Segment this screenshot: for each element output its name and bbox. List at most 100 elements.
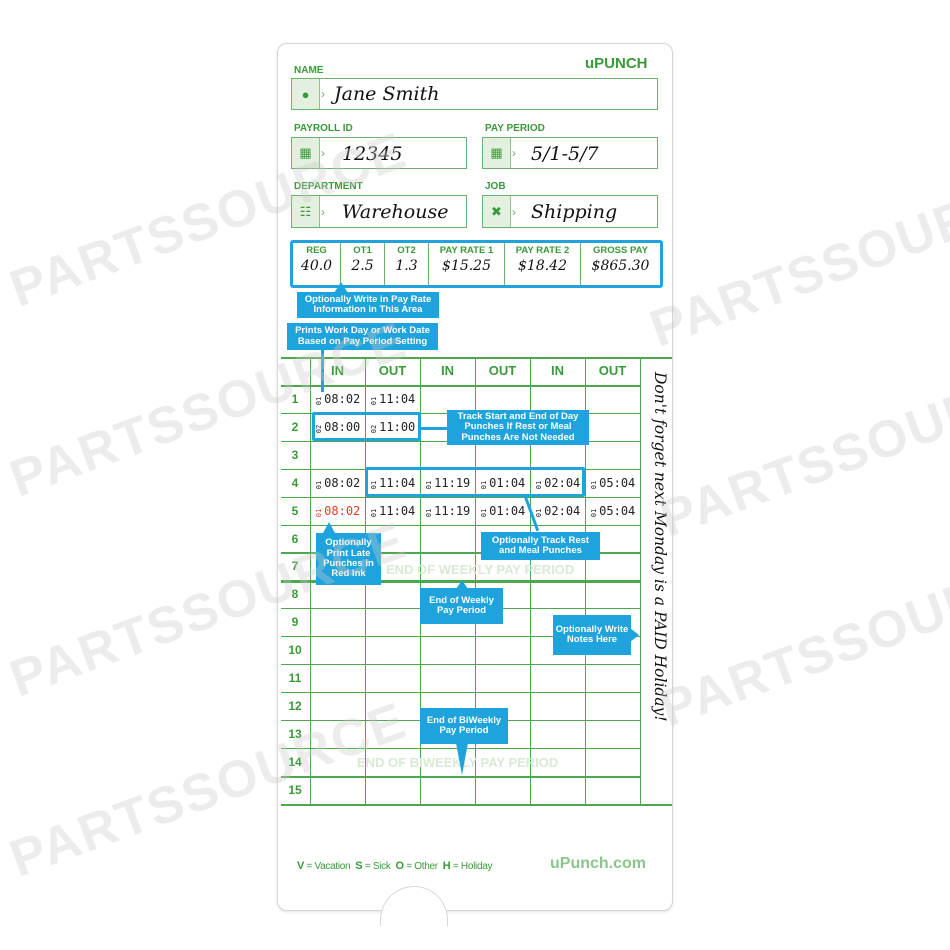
column-header: IN bbox=[331, 363, 344, 378]
callout-pay-rate: Optionally Write in Pay Rate Information… bbox=[297, 292, 439, 318]
pay-cell: GROSS PAY$865.30 bbox=[581, 243, 660, 285]
punch-stamp: 0101:04 bbox=[475, 476, 530, 490]
callout-pointer bbox=[421, 427, 448, 430]
tools-icon: ✖ bbox=[483, 196, 511, 227]
punch-stamp: 0208:00 bbox=[310, 420, 365, 434]
pay-header: OT2 bbox=[397, 245, 416, 256]
pay-period-value: 5/1-5/7 bbox=[531, 143, 599, 165]
pay-period-label: PAY PERIOD bbox=[485, 123, 545, 134]
column-header: OUT bbox=[378, 363, 407, 378]
job-field: ✖› Shipping bbox=[482, 195, 658, 228]
notes-text: Don't forget next Monday is a PAID Holid… bbox=[651, 372, 669, 722]
grid-line bbox=[281, 385, 640, 387]
punch-stamp: 0105:04 bbox=[585, 476, 640, 490]
highlight-start-end bbox=[312, 412, 421, 441]
name-field: ●› Jane Smith bbox=[291, 78, 658, 110]
legend-key: H bbox=[442, 860, 451, 872]
legend-label: Other bbox=[414, 861, 438, 872]
punch-stamp: 0102:04 bbox=[530, 476, 585, 490]
punch-day: 01 bbox=[314, 396, 323, 406]
column-header: IN bbox=[551, 363, 564, 378]
legend-key: O bbox=[395, 860, 405, 872]
punch-stamp: 0105:04 bbox=[585, 504, 640, 518]
pay-cell: PAY RATE 2$18.42 bbox=[505, 243, 581, 285]
punch-stamp: 0108:02 bbox=[310, 476, 365, 490]
watermark: PARTSSOURCE bbox=[652, 351, 950, 549]
punch-time: 02:04 bbox=[544, 475, 581, 490]
punch-time: 05:04 bbox=[599, 475, 636, 490]
pay-header: OT1 bbox=[353, 245, 372, 256]
punch-time: 01:04 bbox=[489, 503, 526, 518]
punch-day: 01 bbox=[534, 508, 543, 517]
punch-day: 01 bbox=[589, 508, 598, 517]
department-value: Warehouse bbox=[342, 201, 449, 223]
row-number: 15 bbox=[288, 782, 302, 797]
legend-key: V bbox=[297, 860, 305, 872]
punch-time: 08:00 bbox=[324, 419, 361, 434]
name-label: NAME bbox=[294, 65, 324, 76]
grid-line bbox=[281, 691, 640, 694]
calendar-icon: ▦ bbox=[483, 138, 511, 168]
pay-value: 1.3 bbox=[395, 258, 418, 274]
legend-key: S bbox=[355, 860, 363, 872]
punch-stamp: 0111:04 bbox=[365, 476, 420, 490]
row-number: 1 bbox=[291, 392, 299, 406]
pay-value: $18.42 bbox=[518, 258, 567, 274]
punch-time: 11:04 bbox=[379, 503, 416, 518]
punch-time: 11:00 bbox=[379, 419, 416, 434]
punch-time: 08:02 bbox=[324, 475, 361, 490]
row-number: 4 bbox=[291, 475, 299, 490]
punch-day: 01 bbox=[424, 508, 433, 517]
chevron-right-icon: › bbox=[321, 204, 325, 219]
highlight-rest-meal bbox=[365, 467, 585, 497]
website-text: uPunch.com bbox=[550, 855, 647, 872]
pay-header: PAY RATE 1 bbox=[439, 245, 494, 256]
job-value: Shipping bbox=[531, 201, 618, 223]
grid-line bbox=[281, 496, 640, 498]
callout-pointer bbox=[456, 743, 468, 775]
row-number: 5 bbox=[291, 503, 299, 518]
pay-value: $865.30 bbox=[591, 258, 650, 274]
callout-rest-meal: Optionally Track Rest and Meal Punches bbox=[481, 532, 600, 560]
id-badge-icon: ▦ bbox=[292, 138, 320, 168]
row-number: 12 bbox=[288, 698, 302, 713]
name-value: Jane Smith bbox=[334, 83, 440, 105]
pay-value: 2.5 bbox=[351, 258, 374, 274]
grid-line bbox=[640, 357, 642, 804]
grid-line bbox=[585, 357, 587, 804]
punch-time: 08:02 bbox=[324, 503, 361, 518]
late-punch-stamp: 0108:02 bbox=[310, 504, 365, 518]
callout-start-end: Track Start and End of Day Punches If Re… bbox=[447, 410, 589, 445]
punch-time: 05:04 bbox=[599, 503, 636, 518]
callout-pointer bbox=[630, 628, 639, 642]
punch-day: 01 bbox=[589, 480, 598, 489]
callout-pointer bbox=[321, 350, 324, 392]
grid-line bbox=[281, 357, 672, 359]
grid-line bbox=[420, 357, 422, 804]
code-legend: V = Vacation S = Sick O = Other H = Holi… bbox=[297, 860, 493, 872]
watermark: PARTSSOURCE bbox=[652, 541, 950, 739]
punch-time: 02:04 bbox=[544, 503, 581, 518]
row-number: 13 bbox=[288, 726, 302, 741]
punch-time: 11:04 bbox=[379, 392, 416, 406]
org-chart-icon: ☷ bbox=[292, 196, 320, 227]
legend-label: Sick bbox=[372, 861, 391, 872]
chevron-right-icon: › bbox=[321, 146, 325, 160]
department-field: ☷› Warehouse bbox=[291, 195, 467, 228]
grid-line bbox=[310, 357, 312, 804]
punch-time: 01:04 bbox=[489, 475, 526, 490]
grid-line bbox=[475, 357, 477, 804]
callout-pointer bbox=[323, 522, 335, 533]
pay-cell: PAY RATE 1$15.25 bbox=[429, 243, 505, 285]
row-number: 2 bbox=[291, 419, 299, 434]
grid-line bbox=[530, 357, 532, 804]
punch-day: 01 bbox=[314, 480, 323, 489]
callout-biweekly: End of BiWeekly Pay Period bbox=[420, 708, 508, 744]
chevron-right-icon: › bbox=[321, 87, 325, 101]
punch-time: 11:19 bbox=[434, 503, 471, 518]
row-number: 11 bbox=[288, 671, 302, 685]
grid-line bbox=[281, 664, 640, 666]
row-number: 7 bbox=[291, 559, 299, 574]
